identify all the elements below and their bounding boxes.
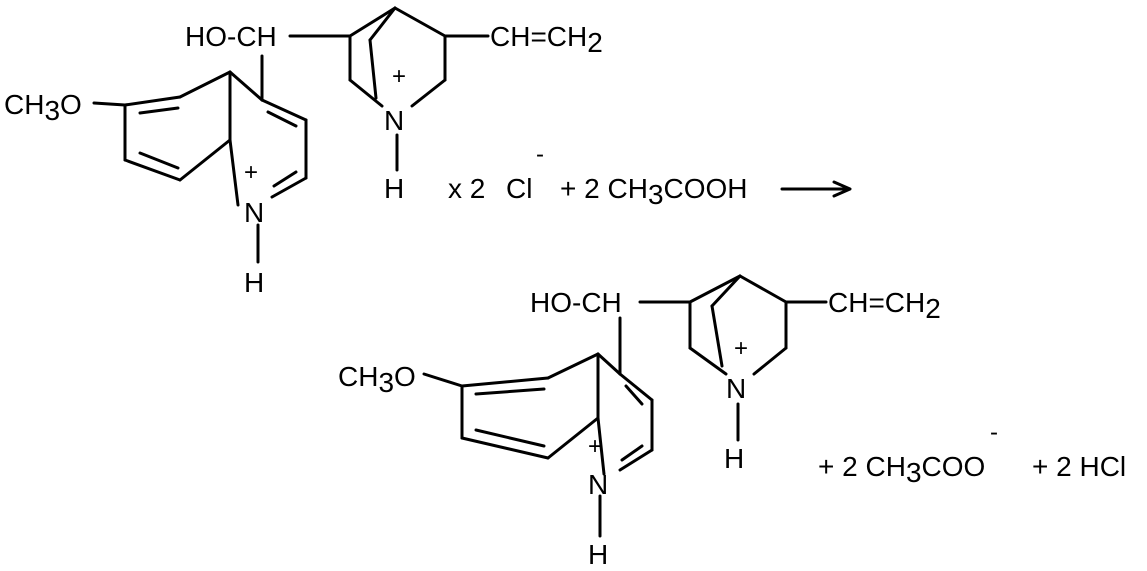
reaction-arrow-head (832, 180, 852, 198)
product-quinuclidine-bonds (638, 274, 828, 442)
reactant-quinuclidine-bonds (288, 6, 490, 172)
product-hydroxymethine-label: HO-CH (530, 287, 622, 318)
reactant-ring-hydrogen: H (384, 173, 404, 204)
reactant-methoxy-label: CH3O (4, 89, 82, 126)
reactant-structure: HO-CH CH=CH2 CH3O N + H N + H (4, 6, 603, 298)
product-ring-hydrogen: H (724, 443, 744, 474)
reagents: x 2 Cl - + 2 CH3COOH (448, 141, 852, 210)
acetic-acid: + 2 CH3COOH (560, 173, 748, 210)
reactant-quinoline-charge: + (244, 159, 258, 186)
product-quinoline-nitrogen: N (588, 469, 608, 500)
acetate-ion: + 2 CH3COO (818, 451, 985, 488)
product-ring-charge: + (734, 335, 748, 362)
product-quinoline-bonds (422, 316, 654, 538)
reactant-hydroxymethine-label: HO-CH (185, 21, 277, 52)
chloride-multiplier: x 2 (448, 173, 485, 204)
reactant-vinyl-label: CH=CH2 (490, 21, 603, 58)
reactant-quinoline-bonds (92, 54, 308, 264)
hydrochloric-acid: + 2 HCl (1032, 451, 1126, 482)
reactant-ring-nitrogen: N (384, 105, 404, 136)
chloride-charge: - (536, 141, 544, 168)
product-quinoline-hydrogen: H (588, 539, 608, 570)
product-structure: HO-CH CH=CH2 CH3O N + H N + H (338, 274, 941, 570)
reactant-ring-charge: + (392, 63, 406, 90)
reactant-quinoline-hydrogen: H (244, 267, 264, 298)
reactant-quinoline-nitrogen: N (244, 197, 264, 228)
product-ring-nitrogen: N (726, 373, 746, 404)
acetate-charge: - (990, 419, 998, 446)
product-methoxy-label: CH3O (338, 361, 416, 398)
product-vinyl-label: CH=CH2 (828, 287, 941, 324)
byproducts: + 2 CH3COO - + 2 HCl (818, 419, 1126, 488)
chloride-ion: Cl (506, 173, 532, 204)
product-quinoline-charge: + (588, 433, 602, 460)
